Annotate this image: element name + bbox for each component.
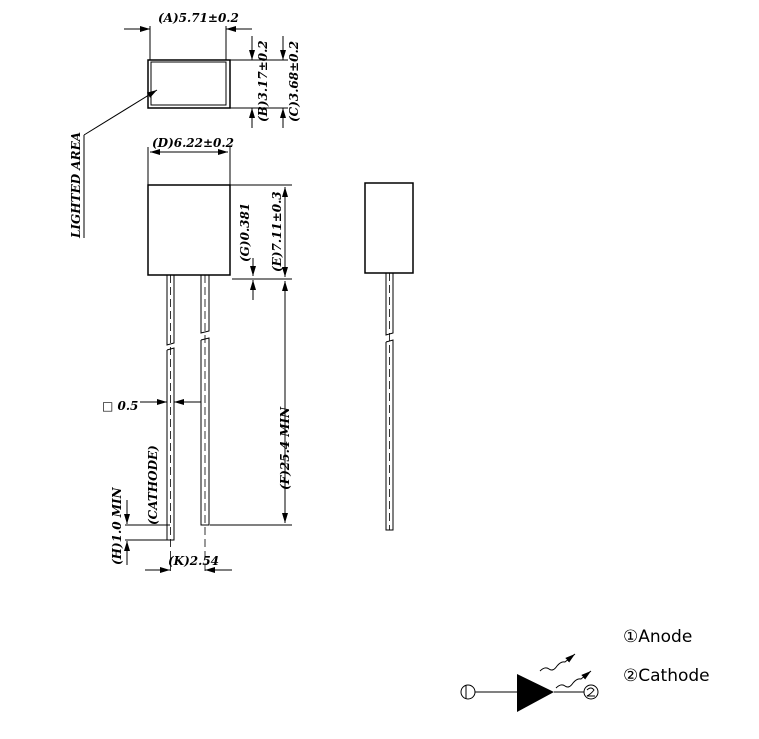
cathode-lead [166, 275, 175, 575]
pin2-circle [583, 684, 599, 700]
body-outline [147, 184, 231, 276]
side-body-outline [364, 182, 414, 274]
dim-d: (D)6.22±0.2 [152, 136, 234, 150]
light-arrow-icon [539, 653, 576, 672]
front-view: (D)6.22±0.2 (E)7.11±0.3 (G)0.381 (F)25.4… [102, 136, 292, 575]
top-view-outline [147, 59, 231, 109]
cathode-pin-label: ②Cathode [623, 666, 710, 686]
light-arrow-icon [555, 670, 592, 689]
lighted-area-box [150, 61, 227, 106]
dim-c: (C)3.68±0.2 [287, 41, 301, 122]
diode-triangle-icon [517, 674, 554, 712]
dim-a: (A)5.71±0.2 [158, 11, 239, 25]
dim-h: (H)1.0 MIN [110, 486, 124, 565]
dim-lead-size: □ 0.5 [102, 399, 138, 413]
lighted-area-label: LIGHTED AREA [69, 132, 83, 239]
cathode-label: (CATHODE) [146, 445, 160, 525]
top-view: (A)5.71±0.2 (B)3.17±0.2 (C)3.68±0.2 LIGH… [69, 11, 301, 239]
photodiode-symbol: ① ①Anode ②Cathode [460, 627, 710, 712]
dim-b: (B)3.17±0.2 [256, 40, 270, 122]
side-view [364, 182, 414, 531]
dim-f: (F)25.4 MIN [278, 406, 292, 490]
dim-e: (E)7.11±0.3 [270, 191, 284, 272]
pin1-circle [460, 684, 476, 700]
dim-g: (G)0.381 [238, 203, 252, 262]
dim-k: (K)2.54 [168, 554, 219, 568]
anode-lead [200, 275, 210, 575]
anode-label: ①Anode [623, 627, 692, 647]
